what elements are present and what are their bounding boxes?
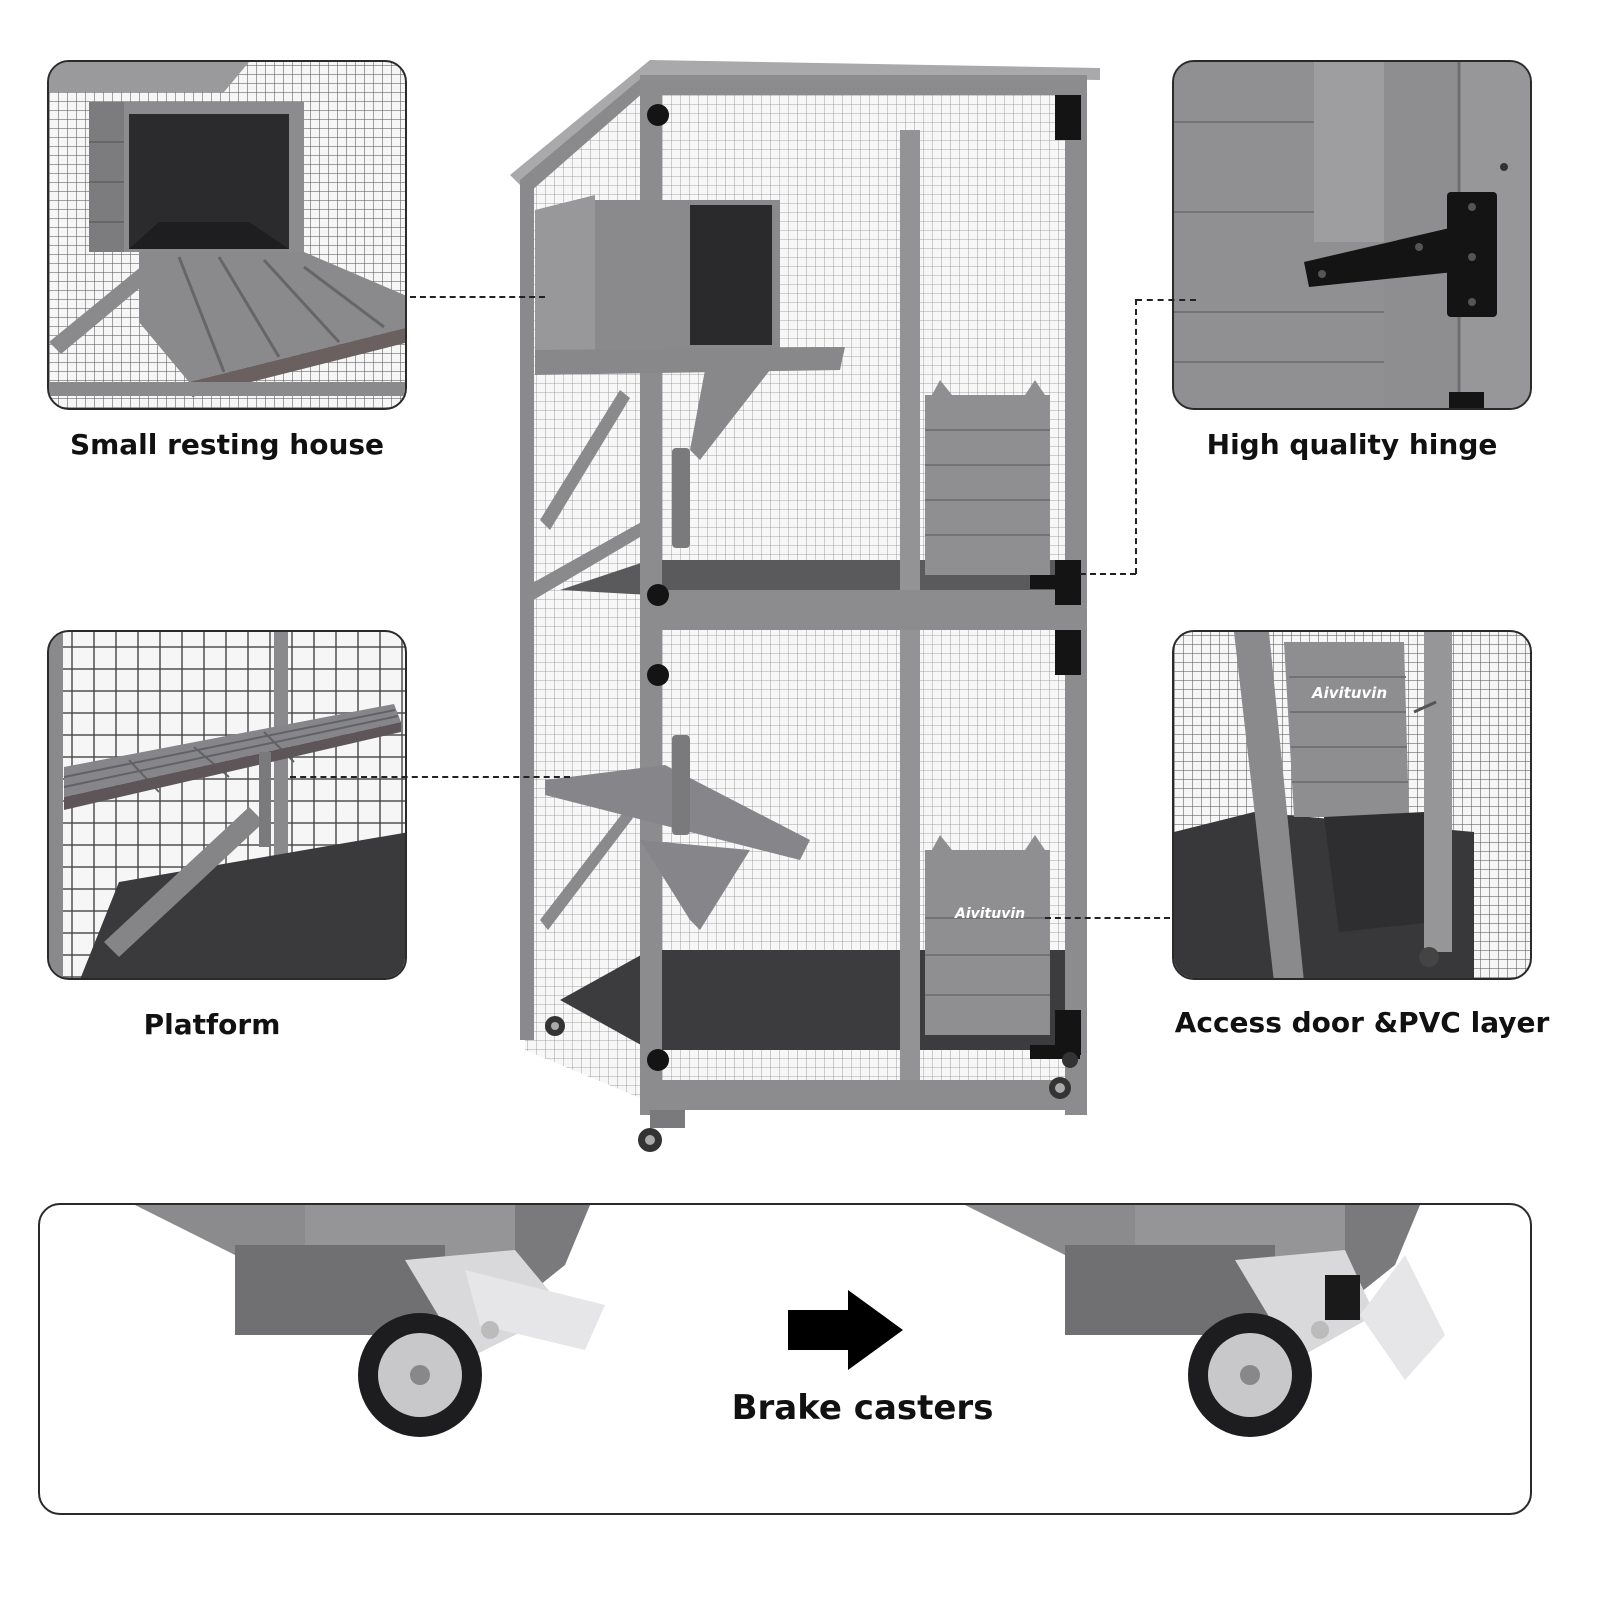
- cat-enclosure-product: [510, 60, 1100, 1152]
- leader-resting-house: [410, 296, 545, 298]
- access-door-detail-panel: Aivituvin: [1172, 630, 1532, 980]
- resting-house-caption: Small resting house: [69, 428, 385, 461]
- platform-illustration: [49, 632, 405, 978]
- hinge-illustration: [1174, 62, 1530, 408]
- hinge-caption: High quality hinge: [1206, 428, 1498, 461]
- leader-hinge-bottom: [1080, 573, 1136, 575]
- enclosure-brand-logo: Aivituvin: [955, 906, 1026, 922]
- arrow-right-icon: [788, 1290, 903, 1370]
- resting-house-detail-panel: [47, 60, 407, 410]
- hinge-detail-panel: [1172, 60, 1532, 410]
- access-door-caption: Access door &PVC layer: [1174, 1006, 1550, 1039]
- leader-hinge-top: [1136, 299, 1196, 301]
- brake-casters-caption: Brake casters: [731, 1388, 994, 1428]
- door-brand-logo: Aivituvin: [1312, 684, 1388, 702]
- leader-hinge-vertical: [1135, 299, 1137, 574]
- leader-platform: [290, 776, 570, 778]
- platform-caption: Platform: [143, 1008, 281, 1041]
- caster-locked-illustration: [965, 1205, 1445, 1437]
- brake-casters-panel: [38, 1203, 1532, 1515]
- resting-house-illustration: [49, 62, 405, 397]
- access-door-illustration: [1174, 632, 1474, 978]
- leader-access-door: [1045, 917, 1170, 919]
- caster-unlocked-illustration: [135, 1205, 605, 1437]
- platform-detail-panel: [47, 630, 407, 980]
